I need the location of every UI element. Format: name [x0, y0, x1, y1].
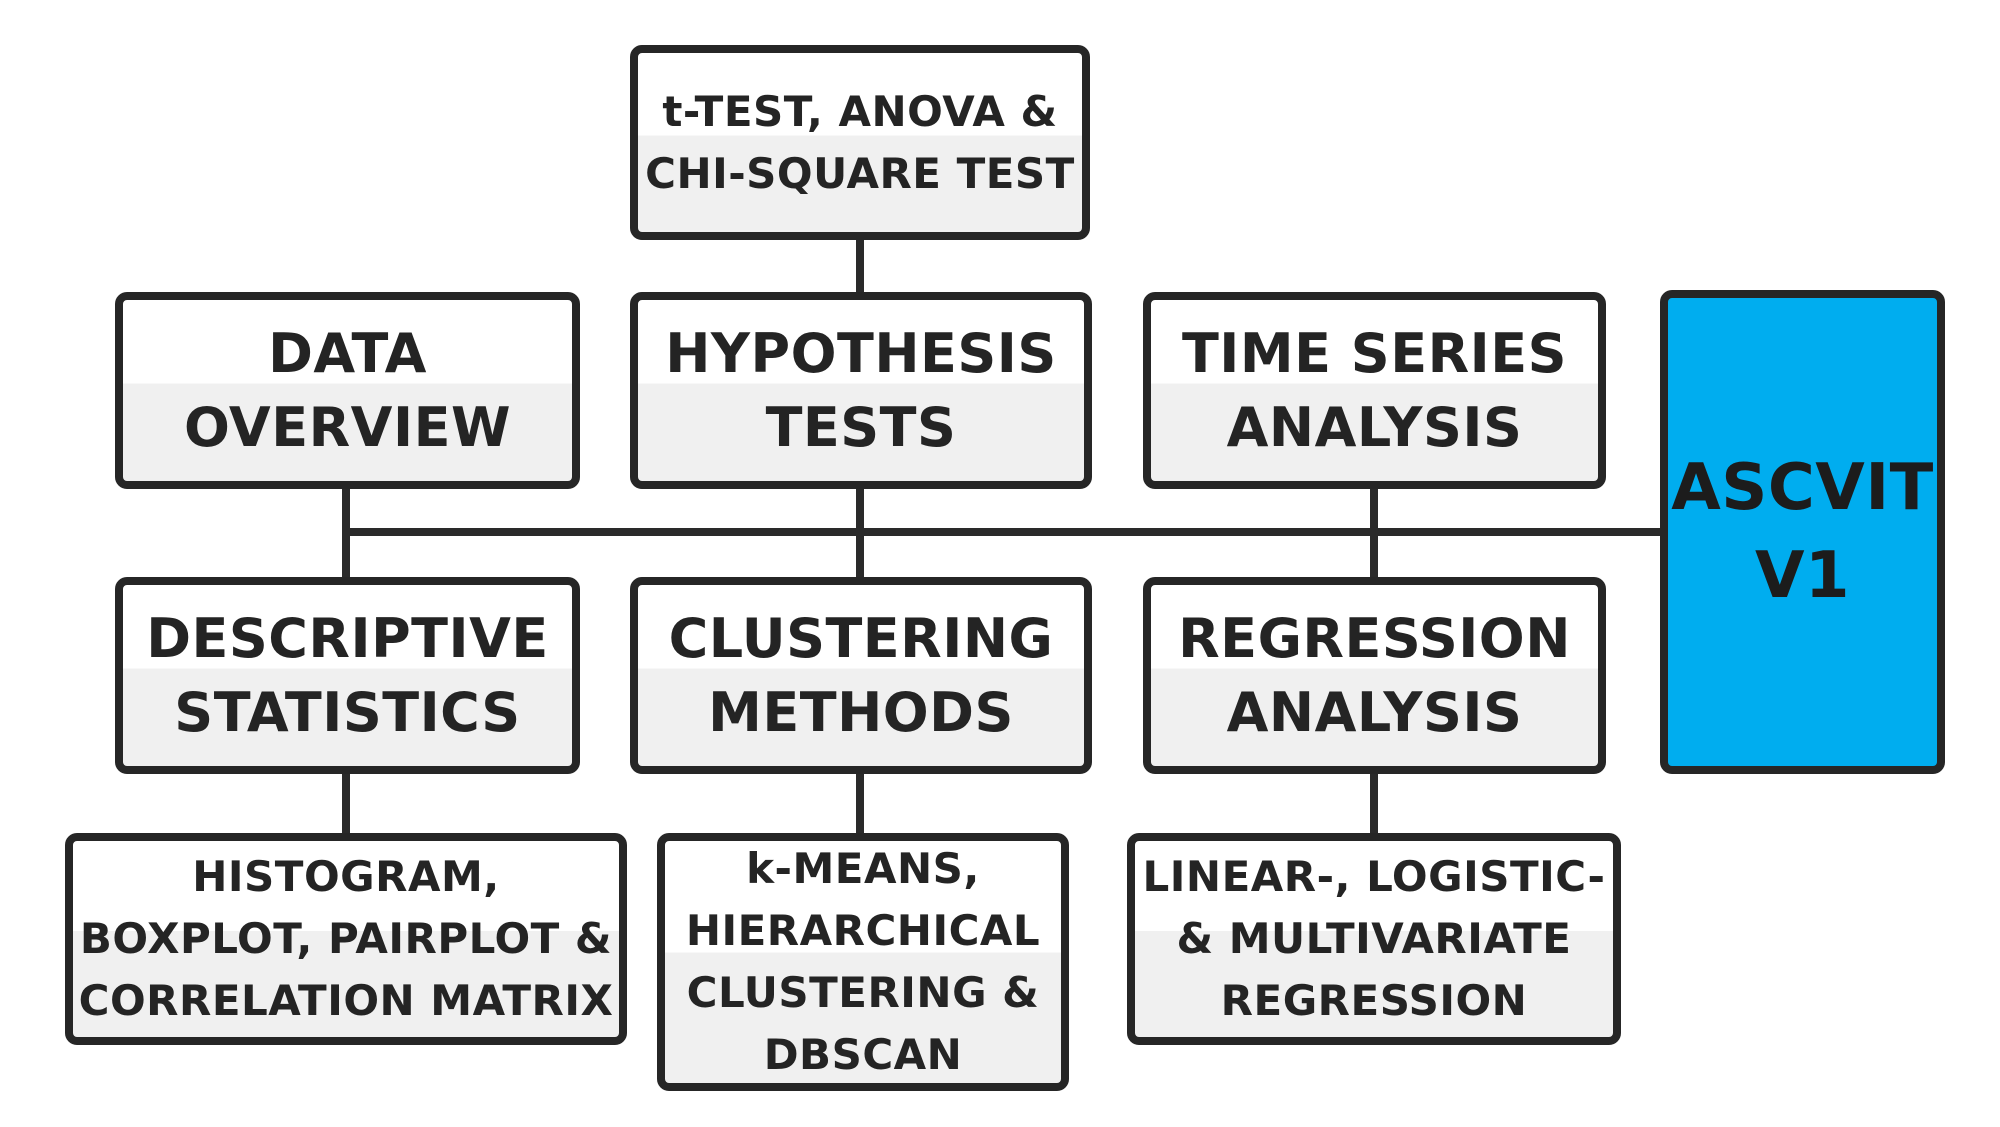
- connector-descriptive-detail: [342, 770, 350, 840]
- main-horizontal-connector: [345, 528, 1665, 536]
- connector-hypothesis-detail: [856, 236, 864, 296]
- clustering-methods-box: CLUSTERING METHODS: [630, 577, 1092, 774]
- descriptive-statistics-label: DESCRIPTIVE STATISTICS: [146, 606, 549, 744]
- data-overview-box: DATA OVERVIEW: [115, 292, 580, 489]
- clustering-methods-detail-box: k-MEANS, HIERARCHICAL CLUSTERING & DBSCA…: [657, 833, 1069, 1091]
- hypothesis-tests-detail-box: t-TEST, ANOVA & CHI-SQUARE TEST: [630, 45, 1090, 240]
- time-series-analysis-box: TIME SERIES ANALYSIS: [1143, 292, 1606, 489]
- connector-regression-detail: [1370, 770, 1378, 840]
- clustering-methods-detail-label: k-MEANS, HIERARCHICAL CLUSTERING & DBSCA…: [685, 844, 1041, 1079]
- regression-analysis-detail-label: LINEAR-, LOGISTIC- & MULTIVARIATE REGRES…: [1142, 852, 1606, 1025]
- ascvit-v1-root-box: ASCVIT V1: [1660, 290, 1945, 774]
- regression-analysis-box: REGRESSION ANALYSIS: [1143, 577, 1606, 774]
- hypothesis-tests-box: HYPOTHESIS TESTS: [630, 292, 1092, 489]
- connector-clustering-detail: [856, 770, 864, 840]
- regression-analysis-label: REGRESSION ANALYSIS: [1178, 606, 1571, 744]
- clustering-methods-label: CLUSTERING METHODS: [668, 606, 1054, 744]
- ascvit-v1-label: ASCVIT V1: [1671, 451, 1934, 613]
- hypothesis-tests-detail-label: t-TEST, ANOVA & CHI-SQUARE TEST: [645, 86, 1075, 198]
- descriptive-statistics-detail-box: HISTOGRAM, BOXPLOT, PAIRPLOT & CORRELATI…: [65, 833, 627, 1045]
- descriptive-statistics-detail-label: HISTOGRAM, BOXPLOT, PAIRPLOT & CORRELATI…: [78, 852, 614, 1025]
- hypothesis-tests-label: HYPOTHESIS TESTS: [665, 321, 1057, 459]
- connector-hypothesis-tests: [856, 485, 864, 585]
- data-overview-label: DATA OVERVIEW: [183, 321, 512, 459]
- connector-data-overview: [342, 485, 350, 585]
- connector-time-series: [1370, 485, 1378, 585]
- regression-analysis-detail-box: LINEAR-, LOGISTIC- & MULTIVARIATE REGRES…: [1127, 833, 1621, 1045]
- time-series-analysis-label: TIME SERIES ANALYSIS: [1181, 321, 1568, 459]
- descriptive-statistics-box: DESCRIPTIVE STATISTICS: [115, 577, 580, 774]
